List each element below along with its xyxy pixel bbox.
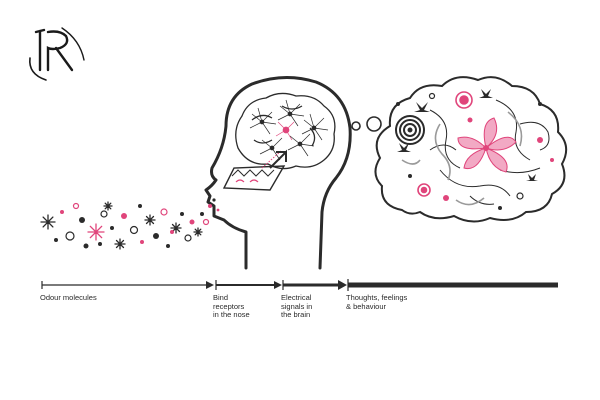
molecule-dot bbox=[189, 219, 195, 225]
molecule-dot bbox=[83, 243, 89, 249]
molecule-star bbox=[87, 223, 105, 241]
odour-molecule-icon bbox=[40, 198, 220, 250]
molecule-ring bbox=[184, 234, 192, 242]
cloud-dots bbox=[396, 92, 554, 210]
molecule-star bbox=[114, 238, 126, 250]
molecule-dot bbox=[140, 240, 144, 244]
molecule-star bbox=[144, 214, 156, 226]
stage-label-thoughts-feelings: Thoughts, feelings & behaviour bbox=[346, 293, 408, 311]
monogram-logo-icon bbox=[29, 27, 85, 81]
molecule-dot bbox=[153, 233, 159, 239]
thought-bubble-small bbox=[351, 116, 382, 132]
molecule-ring bbox=[72, 202, 80, 210]
stage-label-electrical-signals: Electrical signals in the brain bbox=[281, 293, 313, 319]
spiral-icon bbox=[395, 115, 425, 145]
molecule-dot bbox=[208, 204, 212, 208]
molecule-dot bbox=[200, 212, 204, 216]
grey-swirl-lines bbox=[401, 111, 523, 206]
nose-receptor-icon bbox=[222, 149, 287, 191]
molecule-ring bbox=[129, 225, 139, 235]
butterfly-icon bbox=[397, 89, 538, 181]
molecule-dot bbox=[121, 213, 127, 219]
pink-ring-icon bbox=[417, 91, 473, 197]
molecule-dot bbox=[110, 226, 114, 230]
molecule-star bbox=[193, 227, 203, 237]
molecule-dot bbox=[216, 208, 220, 212]
molecule-dot bbox=[60, 210, 64, 214]
stage-label-odour-molecules: Odour molecules bbox=[40, 293, 97, 302]
thought-contents bbox=[395, 89, 554, 210]
molecule-dot bbox=[79, 217, 85, 223]
molecule-ring bbox=[65, 231, 75, 241]
stage-label-bind-receptors: Bind receptors in the nose bbox=[213, 293, 250, 319]
flower-icon bbox=[457, 117, 517, 173]
process-timeline bbox=[41, 279, 558, 291]
molecule-ring bbox=[100, 210, 108, 218]
molecule-dot bbox=[170, 230, 174, 234]
molecule-dot bbox=[180, 212, 184, 216]
head-profile-icon bbox=[204, 75, 352, 270]
molecule-star bbox=[40, 214, 56, 230]
molecule-dot bbox=[166, 244, 170, 248]
molecule-dot bbox=[98, 242, 102, 246]
neuron-icon bbox=[249, 99, 329, 161]
molecule-dot bbox=[138, 204, 142, 208]
molecule-dot bbox=[212, 198, 216, 202]
molecule-star bbox=[170, 222, 182, 234]
molecule-star bbox=[103, 201, 113, 211]
molecule-dot bbox=[54, 238, 58, 242]
molecule-ring bbox=[202, 218, 210, 226]
molecule-ring bbox=[160, 208, 168, 216]
